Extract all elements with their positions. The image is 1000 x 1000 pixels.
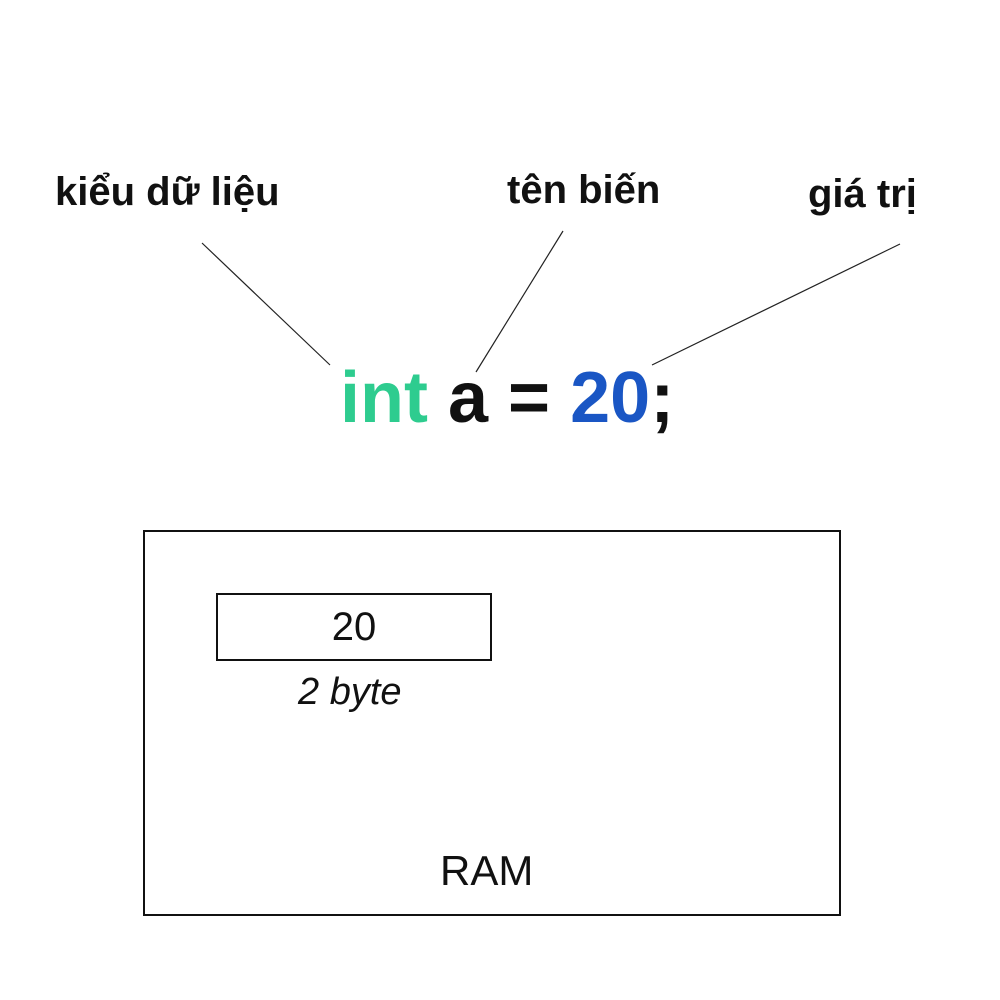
memory-cell-size: 2 byte — [298, 671, 402, 713]
value-label: giá trị — [808, 172, 917, 216]
data-type-label: kiểu dữ liệu — [55, 170, 280, 214]
name-connector-line — [475, 230, 564, 373]
code-statement: int a = 20; — [340, 362, 674, 434]
ram-label: RAM — [440, 847, 534, 894]
memory-cell: 20 — [216, 593, 492, 661]
ram-container — [143, 530, 841, 916]
code-identifier: a — [447, 358, 489, 438]
memory-cell-value: 20 — [331, 604, 377, 649]
code-keyword: int — [340, 358, 428, 438]
code-operator: = — [508, 358, 551, 438]
value-connector-line — [651, 243, 901, 366]
type-connector-line — [201, 242, 331, 366]
code-terminator: ; — [650, 358, 675, 438]
variable-name-label: tên biến — [507, 168, 661, 212]
code-value: 20 — [570, 358, 651, 438]
